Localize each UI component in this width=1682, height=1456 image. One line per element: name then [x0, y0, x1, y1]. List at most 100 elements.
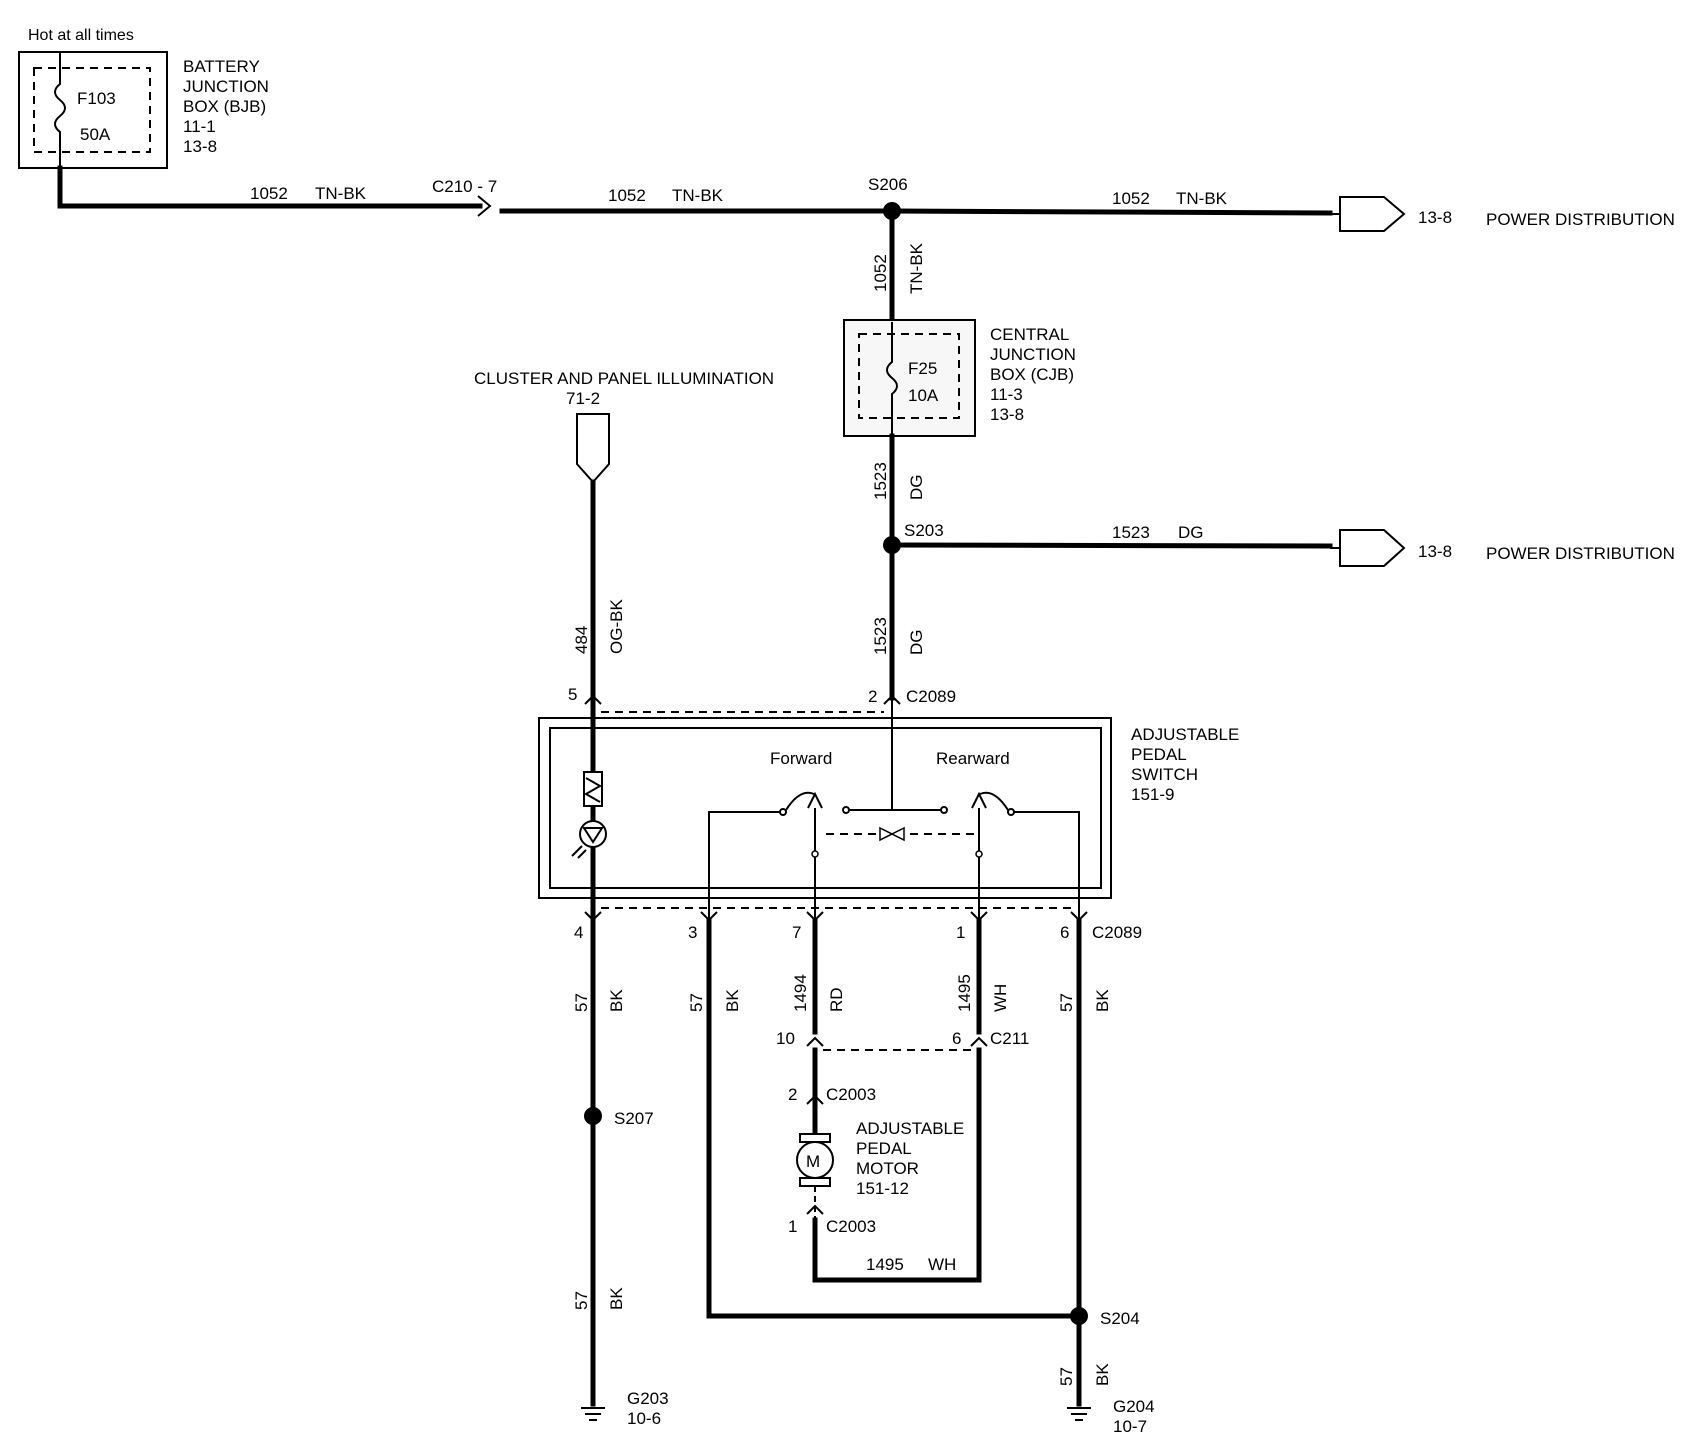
switch-bottom-pin-icons — [584, 911, 1088, 922]
switch-link-icon — [879, 826, 905, 842]
wire-1052-seg3 — [889, 208, 1333, 216]
bjb-box — [18, 51, 168, 169]
c2003-bottom-pin-icon — [806, 1204, 824, 1215]
s206-label: S206 — [868, 175, 908, 194]
switch-rearward-blade — [979, 791, 1009, 811]
wire-1052-seg1 — [57, 165, 483, 209]
switch-outer-box — [538, 717, 1112, 899]
bjb-fuse-label: F103 — [77, 89, 116, 108]
switch-pin-5: 5 — [568, 685, 577, 704]
svg-text:JUNCTION: JUNCTION — [990, 345, 1076, 364]
switch-forward-blade — [785, 791, 815, 811]
wire-57-pin4-color: BK — [607, 989, 626, 1012]
wire-484-color: OG-BK — [607, 599, 626, 654]
c2089-top-label: C2089 — [906, 687, 956, 706]
cjb-label: CENTRAL JUNCTION BOX (CJB) 11-3 13-8 — [990, 325, 1076, 424]
wire-57-pin3-circuit: 57 — [687, 993, 706, 1012]
illumination-title: CLUSTER AND PANEL ILLUMINATION — [474, 369, 774, 388]
wire-57-pin6-circuit: 57 — [1057, 993, 1076, 1012]
svg-text:BATTERY: BATTERY — [183, 57, 260, 76]
switch-label: ADJUSTABLE PEDAL SWITCH 151-9 — [1131, 725, 1239, 804]
svg-text:PEDAL: PEDAL — [1131, 745, 1187, 764]
cjb-fuse-rating: 10A — [908, 386, 939, 405]
wire-1052-color-2: TN-BK — [672, 186, 724, 205]
c211-pin-icons — [806, 1036, 988, 1047]
c2003-top-pin-icon — [806, 1094, 824, 1105]
svg-text:PEDAL: PEDAL — [856, 1139, 912, 1158]
bjb-inner-box — [33, 67, 151, 153]
wire-484-circuit: 484 — [572, 626, 591, 654]
wire-1052-vert-color: TN-BK — [907, 242, 926, 294]
power-distribution-ref-1: 13-8 — [1418, 208, 1452, 227]
svg-text:13-8: 13-8 — [183, 137, 217, 156]
cjb-box — [843, 319, 976, 437]
switch-rearward-pole — [1014, 811, 1080, 920]
s207-label: S207 — [614, 1109, 654, 1128]
c210-connector-icon — [477, 195, 492, 217]
wire-1052-vert-circuit: 1052 — [871, 254, 890, 292]
svg-text:MOTOR: MOTOR — [856, 1159, 919, 1178]
power-distribution-label-2: POWER DISTRIBUTION — [1486, 544, 1675, 563]
switch-inner-box — [549, 727, 1102, 889]
c211-pin-10: 10 — [776, 1029, 795, 1048]
c2003-bottom-label: C2003 — [826, 1217, 876, 1236]
motor-pin-2: 2 — [788, 1085, 797, 1104]
switch-top-pin-icons — [584, 694, 901, 705]
hot-at-all-times-label: Hot at all times — [28, 27, 134, 44]
svg-text:SWITCH: SWITCH — [1131, 765, 1198, 784]
cjb-inner-box — [858, 333, 960, 419]
f25-fuse-icon — [886, 322, 898, 436]
switch-pin-2: 2 — [868, 687, 877, 706]
motor-label: ADJUSTABLE PEDAL MOTOR 151-12 — [856, 1119, 964, 1198]
wire-1523-h-circuit: 1523 — [1112, 523, 1150, 542]
wire-57-right-color: BK — [1093, 1363, 1112, 1386]
switch-pin-7: 7 — [792, 923, 801, 942]
switch-forward-label: Forward — [770, 749, 832, 768]
g204-ground-icon — [1067, 1407, 1091, 1421]
wire-1052-circuit-2: 1052 — [608, 186, 646, 205]
wire-1495-return-color: WH — [928, 1255, 956, 1274]
wire-1523-upper-color: DG — [907, 475, 926, 501]
g203-ground-icon — [581, 1407, 605, 1421]
wire-1052-color: TN-BK — [315, 184, 367, 203]
c211-pin-6: 6 — [952, 1029, 961, 1048]
svg-text:11-1: 11-1 — [183, 117, 216, 136]
wire-1523-horizontal — [889, 542, 1333, 549]
wire-1523-upper-circuit: 1523 — [871, 462, 890, 500]
wire-1495-return — [812, 1047, 982, 1283]
illumination-ref: 71-2 — [566, 389, 600, 408]
svg-text:151-12: 151-12 — [856, 1179, 909, 1198]
svg-text:ADJUSTABLE: ADJUSTABLE — [856, 1119, 964, 1138]
wire-1494-circuit: 1494 — [791, 974, 810, 1012]
s204-splice — [1070, 1307, 1088, 1325]
c2003-top-label: C2003 — [826, 1085, 876, 1104]
g204-ref: 10-7 — [1113, 1417, 1147, 1436]
svg-text:13-8: 13-8 — [990, 405, 1024, 424]
wire-1523-lower-color: DG — [907, 630, 926, 656]
power-distribution-arrow-1 — [1339, 196, 1406, 232]
g204-label: G204 — [1113, 1397, 1155, 1416]
c210-connector-label: C210 - 7 — [432, 177, 497, 196]
switch-pin-4: 4 — [574, 923, 583, 942]
wire-1494-color: RD — [827, 987, 846, 1012]
svg-text:BOX (CJB): BOX (CJB) — [990, 365, 1074, 384]
motor-pin-1: 1 — [788, 1217, 797, 1236]
svg-text:11-3: 11-3 — [990, 385, 1023, 404]
c211-label: C211 — [990, 1029, 1029, 1048]
s203-label: S203 — [904, 521, 944, 540]
wire-57-pin6-color: BK — [1093, 989, 1112, 1012]
wire-1495-circuit: 1495 — [955, 974, 974, 1012]
motor-top-terminal — [799, 1133, 831, 1143]
power-distribution-ref-2: 13-8 — [1418, 542, 1452, 561]
g203-label: G203 — [627, 1389, 669, 1408]
switch-pin-1: 1 — [956, 923, 965, 942]
svg-text:CENTRAL: CENTRAL — [990, 325, 1069, 344]
wire-1052-color-3: TN-BK — [1176, 189, 1228, 208]
bjb-label: BATTERY JUNCTION BOX (BJB) 11-1 13-8 — [183, 57, 269, 156]
switch-pin-6: 6 — [1060, 923, 1069, 942]
switch-rearward-label: Rearward — [936, 749, 1010, 768]
switch-pin-3: 3 — [688, 923, 697, 942]
g203-ref: 10-6 — [627, 1409, 661, 1428]
wire-57-pin3 — [706, 917, 1082, 1319]
